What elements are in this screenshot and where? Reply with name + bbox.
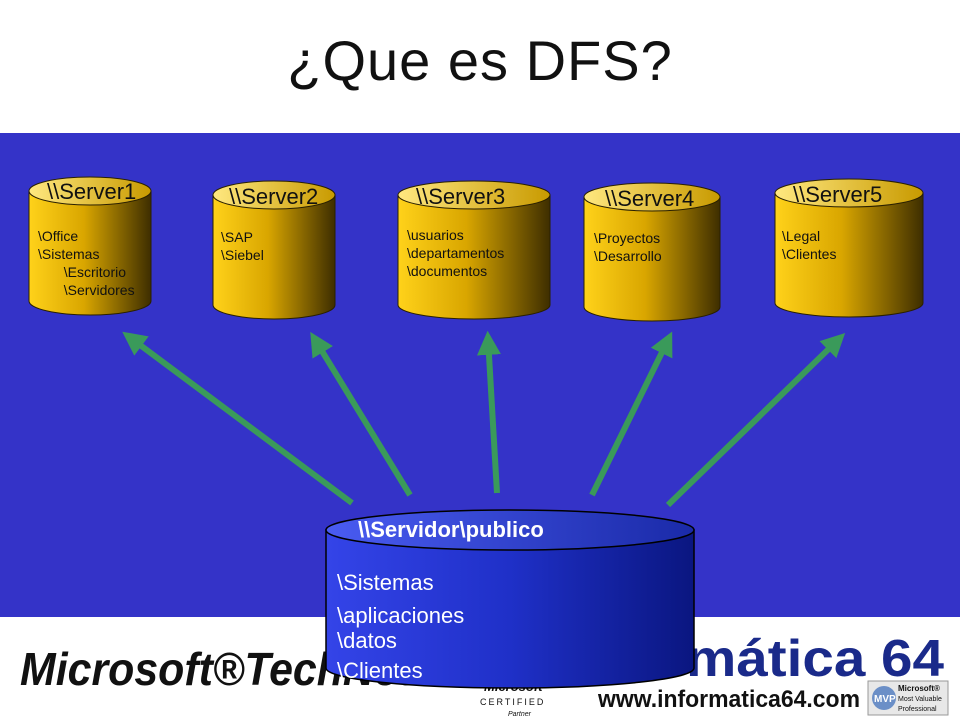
server-2-cylinder: \\Server2 \SAP \Siebel [212, 180, 336, 320]
server-2-path-2: \Siebel [221, 247, 264, 263]
mvp-line-2: Most Valuable [898, 696, 942, 703]
arrows [122, 330, 846, 508]
arrow-to-server3 [476, 330, 501, 494]
dfs-diagram: \\Server1 \Office \Sistemas \Escritorio … [0, 133, 960, 617]
public-share-path-1: \Sistemas [337, 570, 434, 595]
public-share-path-4: \Clientes [337, 658, 423, 683]
server-1-path-4: \Servidores [56, 282, 135, 298]
informatica64-logo: mática 64 [686, 630, 944, 688]
server-5-path-2: \Clientes [782, 246, 836, 262]
arrow-to-server4 [589, 331, 673, 497]
mvp-badge-label: MVP [874, 694, 896, 705]
mvp-line-1: Microsoft® [898, 684, 940, 693]
slide-title: ¿Que es DFS? [287, 29, 673, 92]
server-2-name: \\Server2 [229, 184, 318, 209]
server-3-path-3: \documentos [407, 263, 487, 279]
server-5-name: \\Server5 [793, 182, 882, 207]
public-share-name: \\Servidor\publico [358, 517, 544, 542]
server-3-name: \\Server3 [416, 184, 505, 209]
diagram-stage: \\Server1 \Office \Sistemas \Escritorio … [0, 133, 960, 617]
arrow-to-server1 [122, 331, 354, 506]
server-1-cylinder: \\Server1 \Office \Sistemas \Escritorio … [28, 176, 152, 316]
server-2-path-1: \SAP [221, 229, 253, 245]
public-share-path-2: \aplicaciones [337, 603, 464, 628]
server-1-path-2: \Sistemas [38, 246, 99, 262]
server-5-path-1: \Legal [782, 228, 820, 244]
public-share-cylinder: \\Servidor\publico \Sistemas \aplicacion… [325, 509, 695, 689]
certified-line-3: Partner [508, 711, 532, 718]
public-share-path-3: \datos [337, 628, 397, 653]
server-3-path-1: \usuarios [407, 227, 464, 243]
server-1-path-3: \Escritorio [56, 264, 126, 280]
server-3-cylinder: \\Server3 \usuarios \departamentos \docu… [397, 180, 551, 320]
arrow-to-server2 [310, 331, 413, 497]
website-url: www.informatica64.com [597, 686, 860, 713]
server-4-path-1: \Proyectos [594, 230, 660, 246]
server-1-path-1: \Office [38, 228, 78, 244]
server-1-name: \\Server1 [47, 179, 136, 204]
server-4-name: \\Server4 [605, 186, 694, 211]
certified-line-2: CERTIFIED [480, 697, 545, 707]
server-3-path-2: \departamentos [407, 245, 504, 261]
server-4-cylinder: \\Server4 \Proyectos \Desarrollo [583, 182, 721, 322]
mvp-badge: MVP Microsoft® Most Valuable Professiona… [867, 680, 949, 716]
arrow-to-server5 [665, 332, 846, 508]
server-4-path-2: \Desarrollo [594, 248, 662, 264]
server-5-cylinder: \\Server5 \Legal \Clientes [774, 178, 924, 318]
mvp-line-3: Professional [898, 706, 937, 713]
